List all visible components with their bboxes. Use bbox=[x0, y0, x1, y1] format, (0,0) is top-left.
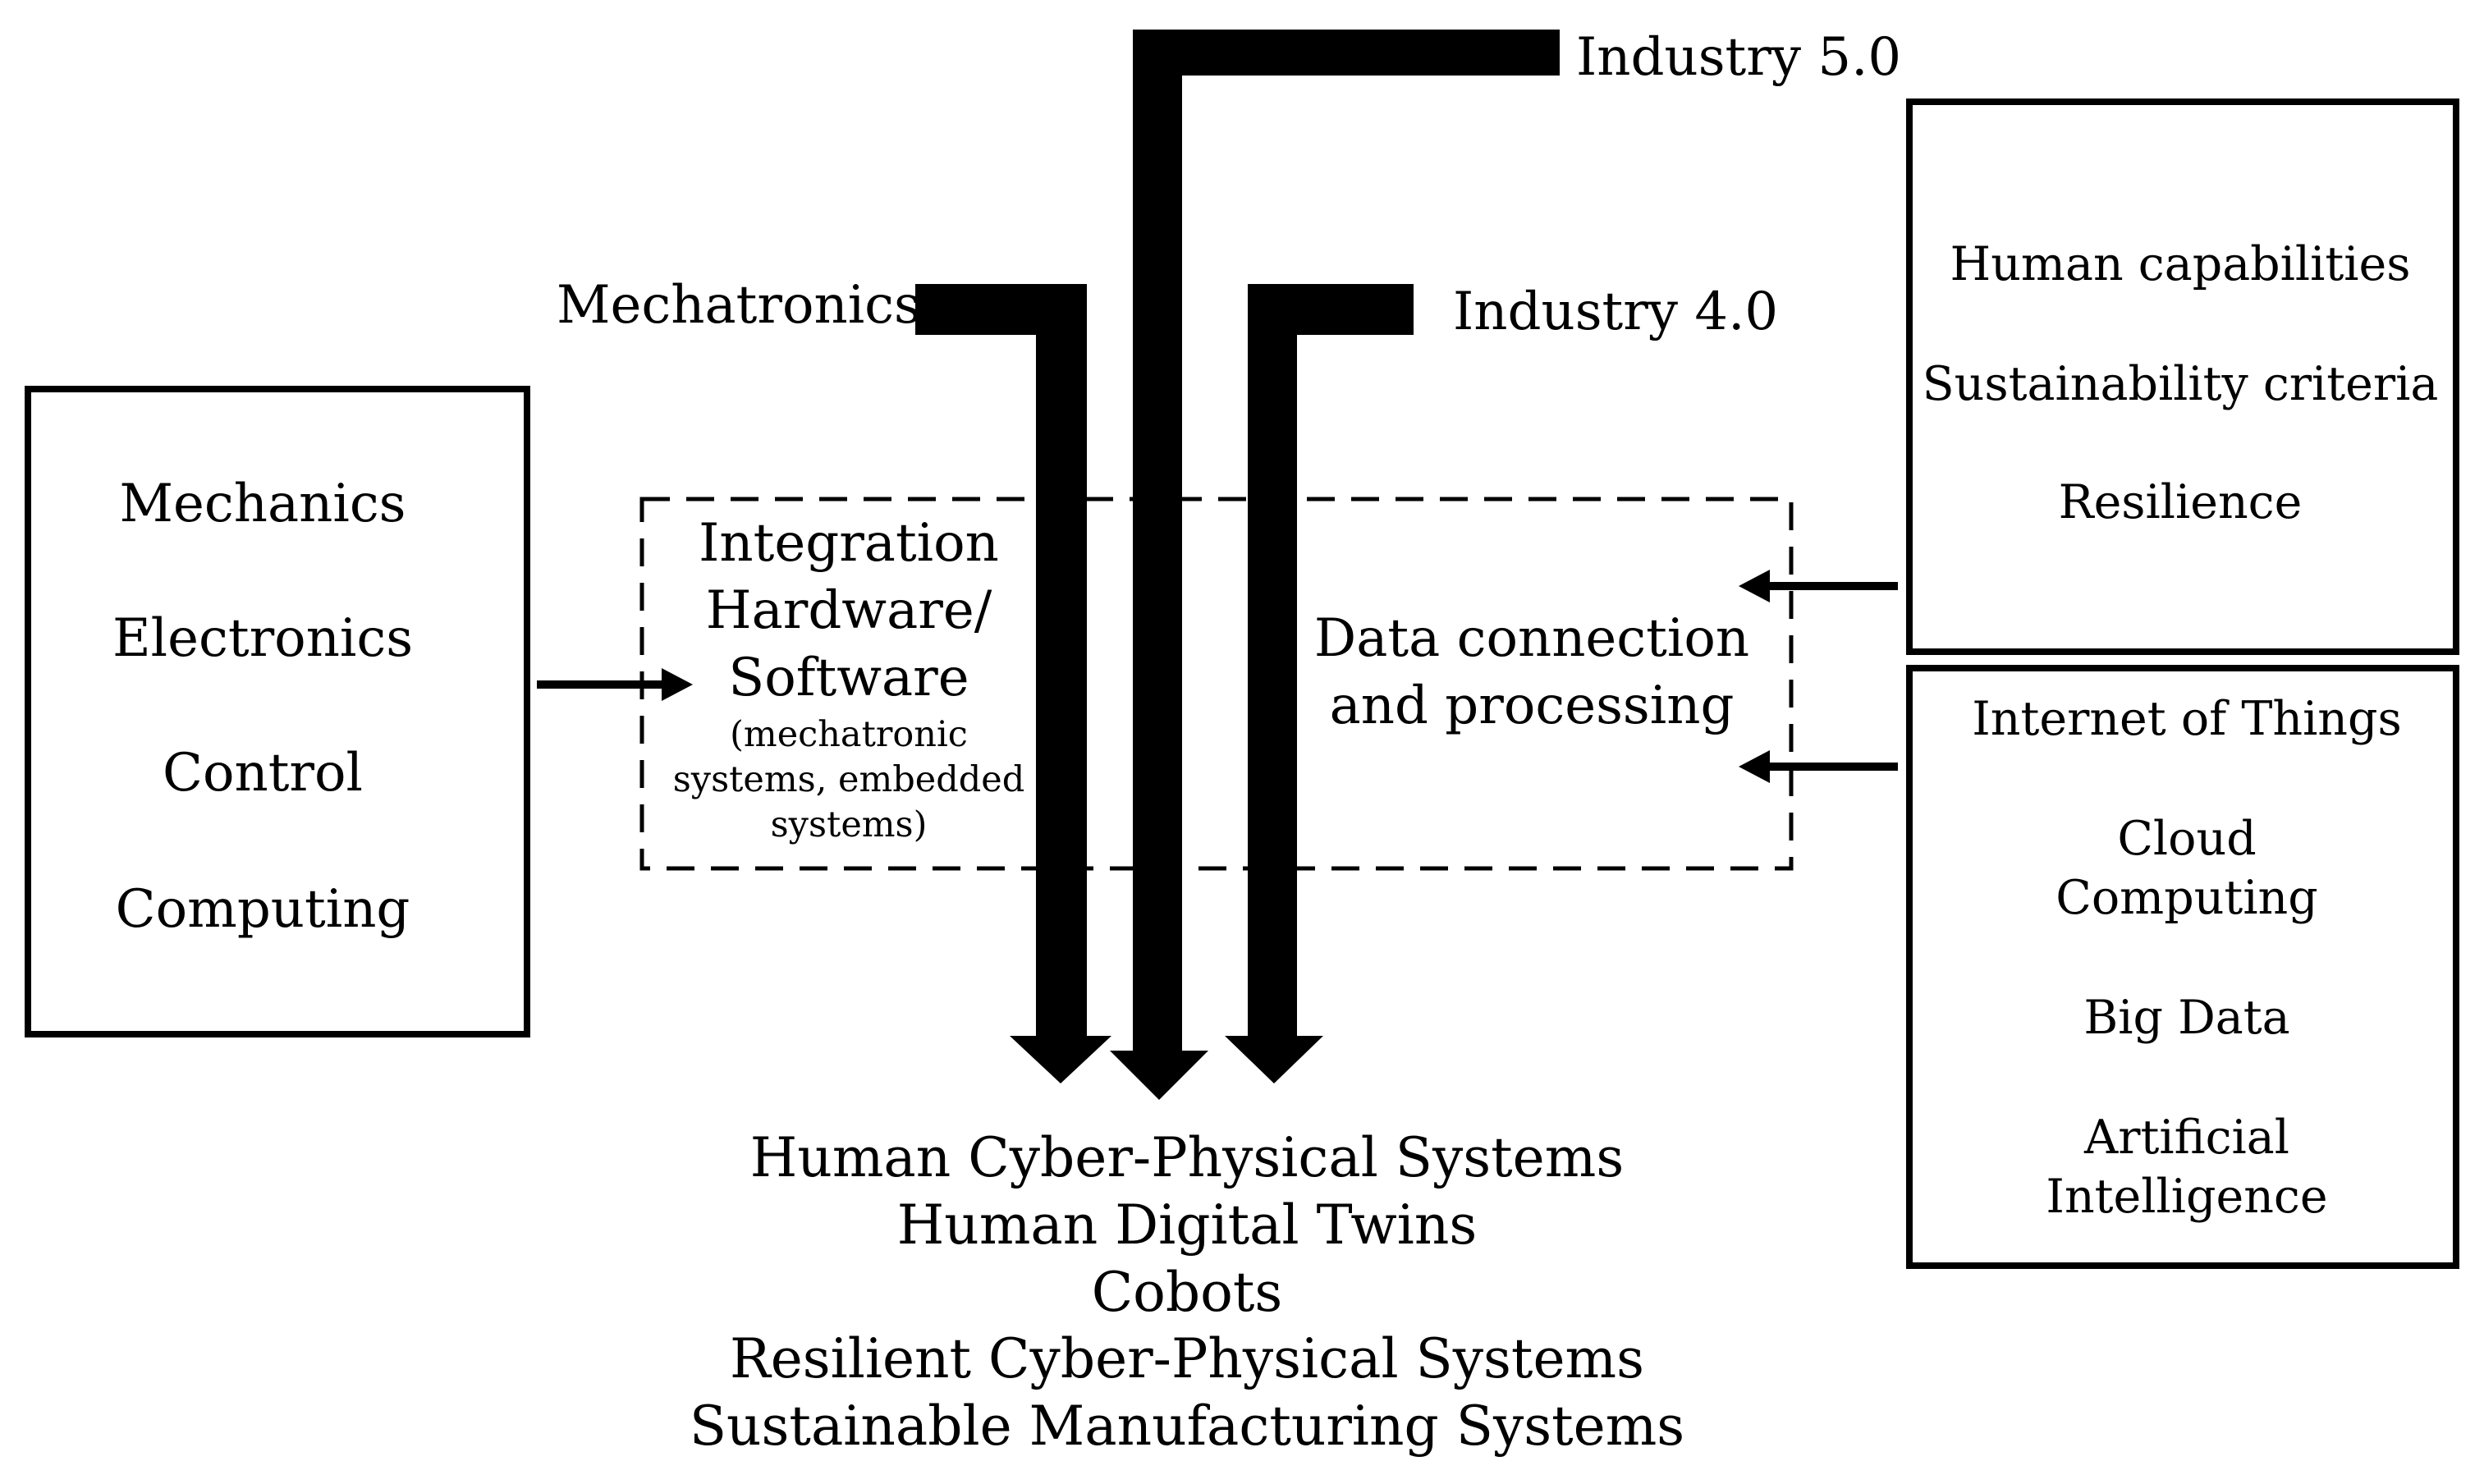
label-mechatronics: Mechatronics bbox=[557, 275, 921, 336]
outputs-list: Human Cyber-Physical Systems Human Digit… bbox=[690, 1124, 1684, 1460]
output-item: Sustainable Manufacturing Systems bbox=[689, 1395, 1685, 1459]
integration-title-line-1: Integration bbox=[699, 513, 999, 574]
left-box-item-control: Control bbox=[162, 743, 364, 804]
industry4-arrow bbox=[1225, 284, 1414, 1083]
right-bottom-item-intelligence: Intelligence bbox=[2046, 1170, 2328, 1224]
right-top-to-data-arrowhead bbox=[1739, 570, 1770, 602]
right-bottom-item-big-data: Big Data bbox=[2083, 991, 2290, 1045]
right-bottom-item-iot: Internet of Things bbox=[1972, 692, 2402, 746]
output-item: Cobots bbox=[1091, 1260, 1283, 1324]
industry5-arrow bbox=[1110, 30, 1560, 1100]
right-top-item-human-capabilities: Human capabilities bbox=[1950, 237, 2411, 291]
right-bottom-box bbox=[1906, 665, 2459, 1269]
output-item: Resilient Cyber-Physical Systems bbox=[730, 1327, 1644, 1391]
left-box-item-electronics: Electronics bbox=[112, 608, 414, 669]
right-bottom-item-artificial: Artificial bbox=[2084, 1111, 2289, 1165]
integration-title-line-3: Software bbox=[728, 647, 969, 708]
data-connection-line-2: and processing bbox=[1329, 675, 1735, 736]
left-box bbox=[25, 386, 530, 1037]
right-top-item-sustainability-criteria: Sustainability criteria bbox=[1922, 357, 2439, 411]
right-top-item-resilience: Resilience bbox=[2058, 475, 2303, 529]
left-box-item-computing: Computing bbox=[115, 879, 410, 940]
mechatronics-arrow bbox=[915, 284, 1111, 1083]
left-to-integration-arrowhead bbox=[662, 668, 693, 701]
integration-title-line-2: Hardware/ bbox=[705, 579, 992, 641]
label-industry4: Industry 4.0 bbox=[1453, 282, 1779, 342]
right-top-box bbox=[1906, 98, 2459, 655]
integration-subtitle-line-2: systems, embedded bbox=[672, 758, 1025, 800]
integration-subtitle-line-3: systems) bbox=[770, 804, 928, 845]
integration-text: Integration Hardware/ Software (mechatro… bbox=[673, 511, 1025, 848]
right-bottom-to-data-arrowhead bbox=[1739, 750, 1770, 783]
data-connection-text: Data connection and processing bbox=[1314, 606, 1749, 740]
data-connection-line-1: Data connection bbox=[1313, 608, 1750, 669]
output-item: Human Digital Twins bbox=[896, 1193, 1478, 1257]
integration-subtitle-line-1: (mechatronic bbox=[730, 713, 968, 755]
right-bottom-item-cloud: Cloud bbox=[2117, 812, 2257, 866]
right-bottom-item-computing: Computing bbox=[2055, 871, 2318, 925]
output-item: Human Cyber-Physical Systems bbox=[749, 1126, 1625, 1189]
left-box-item-mechanics: Mechanics bbox=[119, 474, 406, 534]
label-industry5: Industry 5.0 bbox=[1576, 27, 1902, 88]
